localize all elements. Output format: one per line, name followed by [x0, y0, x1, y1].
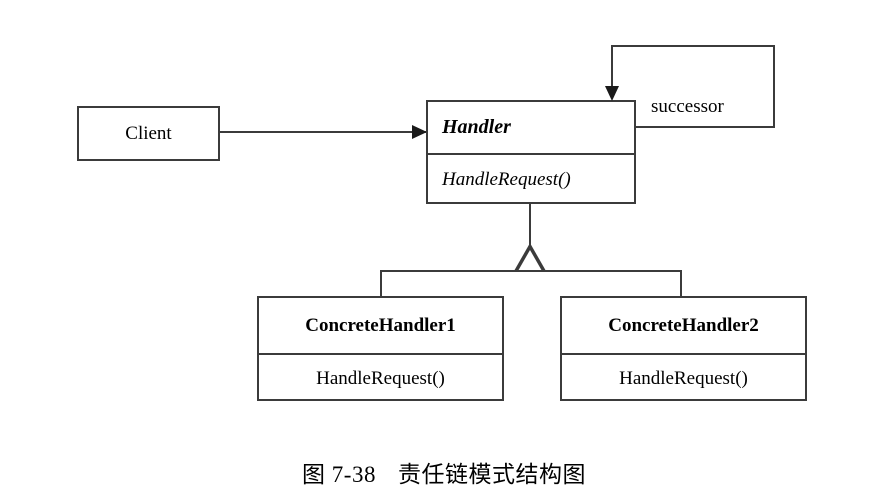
- class-name-compartment: Client: [79, 108, 218, 159]
- successor-loop-segment-top: [611, 45, 775, 47]
- page-top-text-fragment: [34, 0, 254, 5]
- class-name-label-concrete-handler-1: ConcreteHandler1: [305, 314, 456, 336]
- figure-number: 图 7-38: [302, 462, 376, 487]
- class-box-concrete-handler-1[interactable]: ConcreteHandler1 HandleRequest(): [257, 296, 504, 401]
- generalization-drop-line-right: [680, 270, 682, 297]
- class-box-handler[interactable]: Handler HandleRequest(): [426, 100, 636, 204]
- operation-label-handle-request: HandleRequest(): [619, 368, 748, 389]
- class-name-label-concrete-handler-2: ConcreteHandler2: [608, 314, 759, 336]
- successor-loop-segment-right: [773, 45, 775, 128]
- class-name-compartment: ConcreteHandler1: [259, 298, 502, 353]
- class-operations-compartment: HandleRequest(): [428, 153, 634, 204]
- class-operations-compartment: HandleRequest(): [562, 353, 805, 403]
- class-box-client[interactable]: Client: [77, 106, 220, 161]
- association-line-client-handler: [220, 131, 426, 133]
- class-name-compartment: ConcreteHandler2: [562, 298, 805, 353]
- class-box-concrete-handler-2[interactable]: ConcreteHandler2 HandleRequest(): [560, 296, 807, 401]
- association-arrowhead-icon: [412, 125, 427, 139]
- class-name-compartment: Handler: [428, 102, 634, 153]
- generalization-triangle-fill: [518, 250, 542, 271]
- class-name-label-client: Client: [125, 122, 172, 144]
- generalization-drop-line-left: [380, 270, 382, 297]
- figure-caption: 图 7-38 责任链模式结构图: [0, 455, 888, 489]
- operation-label-handle-request: HandleRequest(): [442, 168, 571, 190]
- generalization-branch-line: [380, 270, 681, 272]
- figure-title: 责任链模式结构图: [397, 462, 586, 487]
- class-operations-compartment: HandleRequest(): [259, 353, 502, 403]
- successor-loop-segment-bottom: [636, 126, 775, 128]
- class-name-label-handler: Handler: [442, 116, 511, 138]
- successor-arrowhead-icon: [605, 86, 619, 101]
- generalization-stem-line: [529, 204, 531, 245]
- operation-label-handle-request: HandleRequest(): [316, 368, 445, 389]
- association-role-label-successor: successor: [651, 96, 724, 117]
- successor-loop-segment-descent: [611, 45, 613, 90]
